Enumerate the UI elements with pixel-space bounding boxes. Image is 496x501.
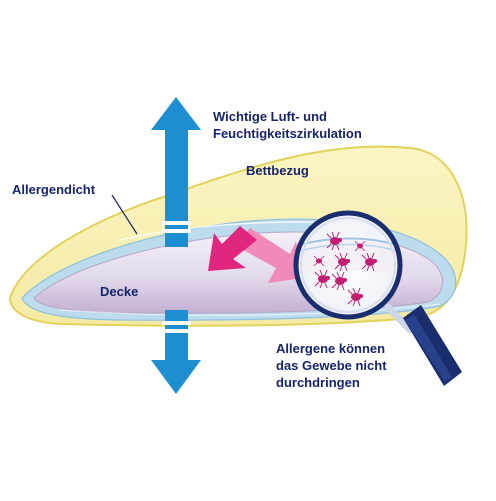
allergens-label-line3: durchdringen bbox=[276, 375, 360, 390]
dust-mite-icon bbox=[361, 252, 377, 272]
circulation-label-line1: Wichtige Luft- und bbox=[213, 109, 327, 124]
down-arrow-icon bbox=[151, 310, 201, 394]
allergens-label-line1: Allergene können bbox=[276, 341, 386, 356]
dust-mite-icon bbox=[334, 252, 350, 272]
dust-mite-group bbox=[313, 231, 377, 307]
magnifier-icon bbox=[293, 210, 462, 386]
allergens-label: Allergene können das Gewebe nicht durchd… bbox=[276, 340, 387, 391]
dust-mite-icon bbox=[314, 269, 330, 289]
duvet-label: Decke bbox=[100, 284, 139, 299]
circulation-label: Wichtige Luft- und Feuchtigkeitszirkulat… bbox=[213, 108, 362, 142]
dust-mite-icon bbox=[331, 271, 347, 291]
dust-mite-icon bbox=[326, 231, 342, 251]
allergy-proof-pointer bbox=[111, 194, 138, 235]
up-arrow-icon bbox=[151, 97, 201, 247]
dust-mite-icon bbox=[347, 287, 363, 307]
allergy-proof-label: Allergendicht bbox=[12, 182, 96, 197]
allergens-label-line2: das Gewebe nicht bbox=[276, 358, 387, 373]
circulation-label-line2: Feuchtigkeitszirkulation bbox=[213, 126, 362, 141]
allergen-arrow bbox=[208, 226, 257, 271]
dust-mite-icon bbox=[354, 240, 366, 252]
cover-label: Bettbezug bbox=[246, 163, 309, 178]
dust-mite-icon bbox=[313, 255, 325, 267]
